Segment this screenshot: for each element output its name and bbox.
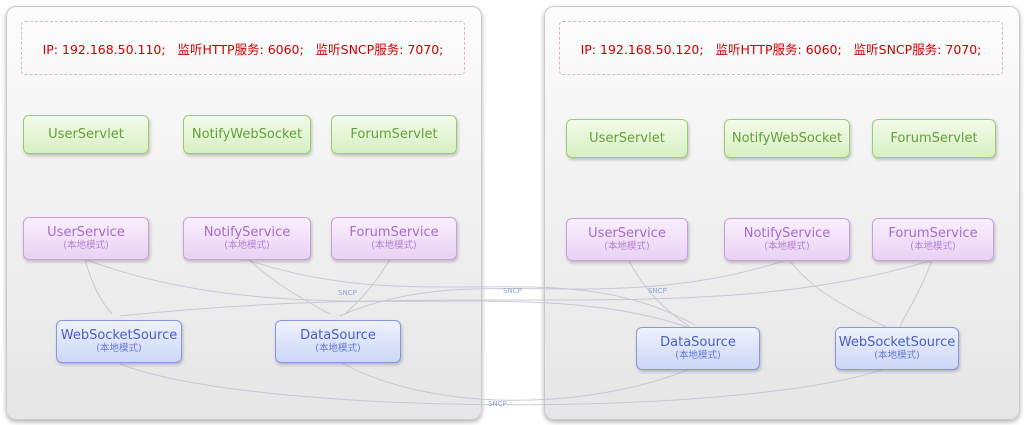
node-label: UserServlet [48, 127, 124, 142]
service-node-userservice: UserService (本地模式) [566, 218, 688, 261]
service-node-notifyservice: NotifyService (本地模式) [183, 217, 311, 260]
node-label: WebSocketSource [838, 335, 956, 350]
node-mode-label: (本地模式) [315, 343, 361, 354]
node-label: UserService [588, 226, 666, 241]
node-label: UserServlet [589, 131, 665, 146]
node-mode-label: (本地模式) [764, 241, 810, 252]
server-panel-left: IP: 192.168.50.110; 监听HTTP服务: 6060; 监听SN… [6, 6, 482, 420]
node-mode-label: (本地模式) [874, 350, 920, 361]
node-label: NotifyService [743, 226, 831, 241]
node-label: ForumServlet [890, 131, 978, 146]
servlet-node-userservlet: UserServlet [23, 115, 149, 154]
source-node-datasource: DataSource (本地模式) [275, 320, 401, 363]
node-mode-label: (本地模式) [63, 240, 109, 251]
node-label: ForumServlet [350, 127, 438, 142]
servlet-node-notifywebsocket: NotifyWebSocket [183, 115, 311, 154]
server-panel-right: IP: 192.168.50.120; 监听HTTP服务: 6060; 监听SN… [544, 6, 1020, 420]
node-label: NotifyWebSocket [191, 127, 303, 142]
node-mode-label: (本地模式) [224, 240, 270, 251]
node-label: DataSource [300, 328, 376, 343]
node-mode-label: (本地模式) [604, 241, 650, 252]
node-label: ForumService [888, 226, 978, 241]
wire-label: SNCP [338, 289, 357, 297]
wire-label: SNCP [503, 287, 522, 295]
node-mode-label: (本地模式) [96, 343, 142, 354]
node-label: NotifyService [203, 225, 291, 240]
node-label: UserService [47, 225, 125, 240]
service-node-forumservice: ForumService (本地模式) [872, 218, 994, 261]
server-info-box: IP: 192.168.50.120; 监听HTTP服务: 6060; 监听SN… [559, 21, 1003, 75]
service-node-notifyservice: NotifyService (本地模式) [724, 218, 850, 261]
node-label: DataSource [660, 335, 736, 350]
service-node-forumservice: ForumService (本地模式) [331, 217, 457, 260]
source-node-websocketsource: WebSocketSource (本地模式) [835, 327, 959, 370]
source-node-websocketsource: WebSocketSource (本地模式) [56, 320, 182, 363]
servlet-node-forumservlet: ForumServlet [872, 119, 996, 158]
service-node-userservice: UserService (本地模式) [23, 217, 149, 260]
node-label: WebSocketSource [60, 328, 178, 343]
node-mode-label: (本地模式) [371, 240, 417, 251]
servlet-node-forumservlet: ForumServlet [331, 115, 457, 154]
node-mode-label: (本地模式) [675, 350, 721, 361]
wire-label: SNCP [648, 287, 667, 295]
source-node-datasource: DataSource (本地模式) [636, 327, 760, 370]
node-label: ForumService [349, 225, 439, 240]
node-label: NotifyWebSocket [731, 131, 843, 146]
server-info-box: IP: 192.168.50.110; 监听HTTP服务: 6060; 监听SN… [21, 21, 465, 75]
wire-label: SNCP [488, 400, 507, 408]
node-mode-label: (本地模式) [910, 241, 956, 252]
servlet-node-userservlet: UserServlet [566, 119, 688, 158]
servlet-node-notifywebsocket: NotifyWebSocket [724, 119, 850, 158]
